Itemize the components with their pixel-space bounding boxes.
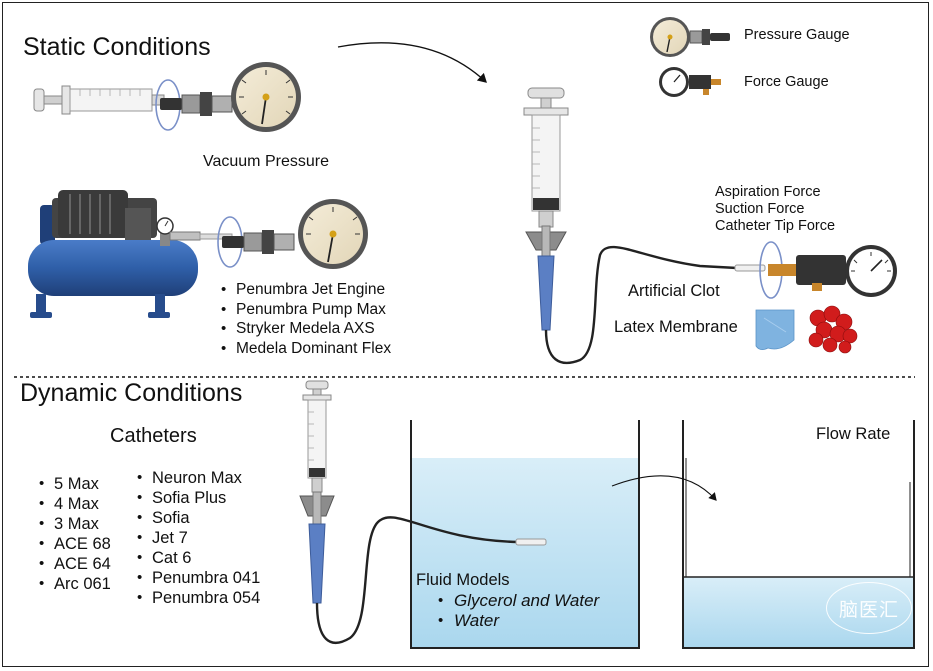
- list-item: Jet 7: [135, 528, 260, 548]
- list-item: Sofia Plus: [135, 488, 260, 508]
- fluid-models-title: Fluid Models: [416, 571, 510, 589]
- syringe-horizontal-icon: [33, 85, 165, 115]
- latex-membrane-icon: [755, 309, 795, 350]
- dynamic-conditions-title: Dynamic Conditions: [20, 379, 243, 407]
- aspiration-force-label: Aspiration Force: [715, 184, 821, 200]
- pressure-gauge-1-icon: [160, 62, 301, 132]
- syringe-vertical-static-icon: [523, 87, 569, 331]
- list-item: 3 Max: [37, 514, 111, 534]
- legend-pressure-gauge-icon: [650, 17, 730, 57]
- list-item: ACE 68: [37, 534, 111, 554]
- artificial-clot-icon: [808, 305, 858, 354]
- legend-pressure-gauge-label: Pressure Gauge: [744, 27, 850, 43]
- list-item: Cat 6: [135, 548, 260, 568]
- list-item: Penumbra 054: [135, 588, 260, 608]
- legend-force-gauge-icon: [659, 67, 721, 97]
- force-gauge-icon: [768, 245, 897, 297]
- legend-force-gauge-label: Force Gauge: [744, 74, 829, 90]
- fluid-models-list: Glycerol and Water Water: [430, 591, 599, 631]
- list-item: Water: [430, 611, 599, 631]
- list-item: Glycerol and Water: [430, 591, 599, 611]
- suction-force-label: Suction Force: [715, 201, 805, 217]
- catheter-tube-static: [544, 245, 738, 365]
- catheter-tube-dynamic: [315, 516, 519, 644]
- curved-arrow-flow: [611, 475, 717, 501]
- vacuum-pump-icon: [28, 190, 233, 318]
- curved-arrow-top: [337, 42, 487, 83]
- catheters-list-col2: Neuron Max Sofia Plus Sofia Jet 7 Cat 6 …: [135, 468, 260, 608]
- artificial-clot-label: Artificial Clot: [628, 282, 720, 300]
- list-item: Stryker Medela AXS: [219, 319, 391, 339]
- pressure-gauge-2-icon: [222, 199, 368, 269]
- watermark-logo-text: 脑医汇: [838, 598, 899, 621]
- list-item: Penumbra Pump Max: [219, 300, 391, 320]
- static-conditions-title: Static Conditions: [23, 33, 211, 61]
- syringe-vertical-dynamic-icon: [299, 380, 335, 604]
- pump-list: Penumbra Jet Engine Penumbra Pump Max St…: [219, 280, 391, 358]
- watermark-logo: 脑医汇: [826, 582, 912, 634]
- vacuum-pressure-label: Vacuum Pressure: [203, 153, 329, 170]
- list-item: Medela Dominant Flex: [219, 339, 391, 359]
- list-item: Neuron Max: [135, 468, 260, 488]
- catheters-title: Catheters: [110, 425, 197, 447]
- latex-membrane-label: Latex Membrane: [614, 318, 738, 336]
- flow-rate-label: Flow Rate: [816, 425, 891, 443]
- list-item: Arc 061: [37, 574, 111, 594]
- list-item: Penumbra Jet Engine: [219, 280, 391, 300]
- list-item: 5 Max: [37, 474, 111, 494]
- list-item: ACE 64: [37, 554, 111, 574]
- list-item: Penumbra 041: [135, 568, 260, 588]
- catheters-list-col1: 5 Max 4 Max 3 Max ACE 68 ACE 64 Arc 061: [37, 474, 111, 594]
- catheter-tip-force-label: Catheter Tip Force: [715, 218, 836, 234]
- list-item: 4 Max: [37, 494, 111, 514]
- list-item: Sofia: [135, 508, 260, 528]
